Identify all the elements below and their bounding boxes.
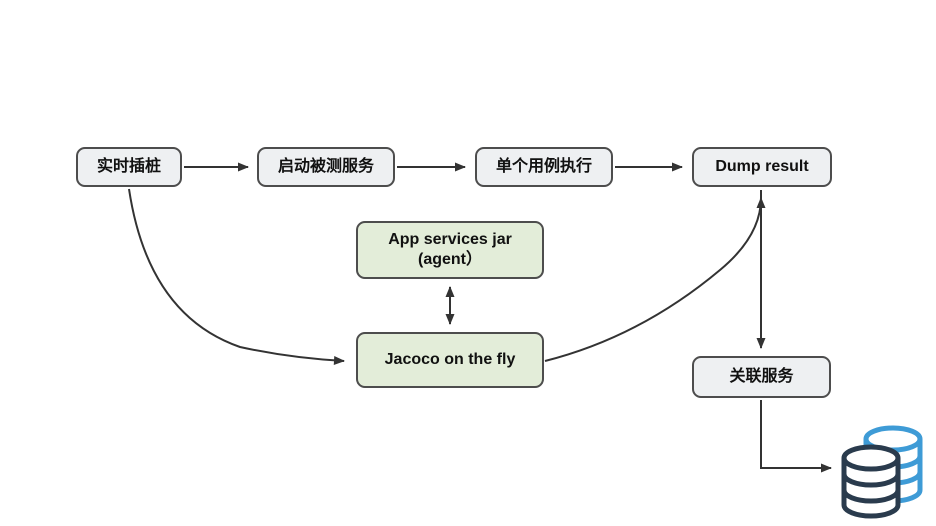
node-label: 实时插桩 [96,158,161,175]
node-start-tested-service: 启动被测服务 [257,147,395,187]
node-label: Dump result [715,158,809,175]
database-back-cylinder-top [863,425,923,453]
node-label: 关联服务 [729,368,794,385]
node-association-service: 关联服务 [692,356,831,398]
node-single-case-execution: 单个用例执行 [475,147,613,187]
database-front-cylinder-top [841,444,901,472]
node-label: Jacoco on the fly [384,351,516,368]
node-app-services-jar: App services jar (agent） [356,221,544,279]
database-front-band [841,487,901,504]
node-label-line2: (agent） [417,251,482,268]
node-label-line1: App services jar [388,231,512,248]
database-icon [841,425,923,519]
edge-realtime-to-jacoco [128,188,345,365]
edge-association-to-database [760,400,832,473]
node-dump-result: Dump result [692,147,832,187]
node-label: 单个用例执行 [495,158,592,175]
node-jacoco-on-the-fly: Jacoco on the fly [356,332,544,388]
edge-jacoco-to-dump-result [544,197,766,362]
database-front-band [841,471,901,488]
database-back-band [863,469,923,486]
database-front-cylinder-body [841,458,901,519]
node-realtime-instrumentation: 实时插桩 [76,147,182,187]
database-back-band [863,453,923,470]
database-back-cylinder-body [863,439,923,504]
node-label: 启动被测服务 [277,158,374,175]
